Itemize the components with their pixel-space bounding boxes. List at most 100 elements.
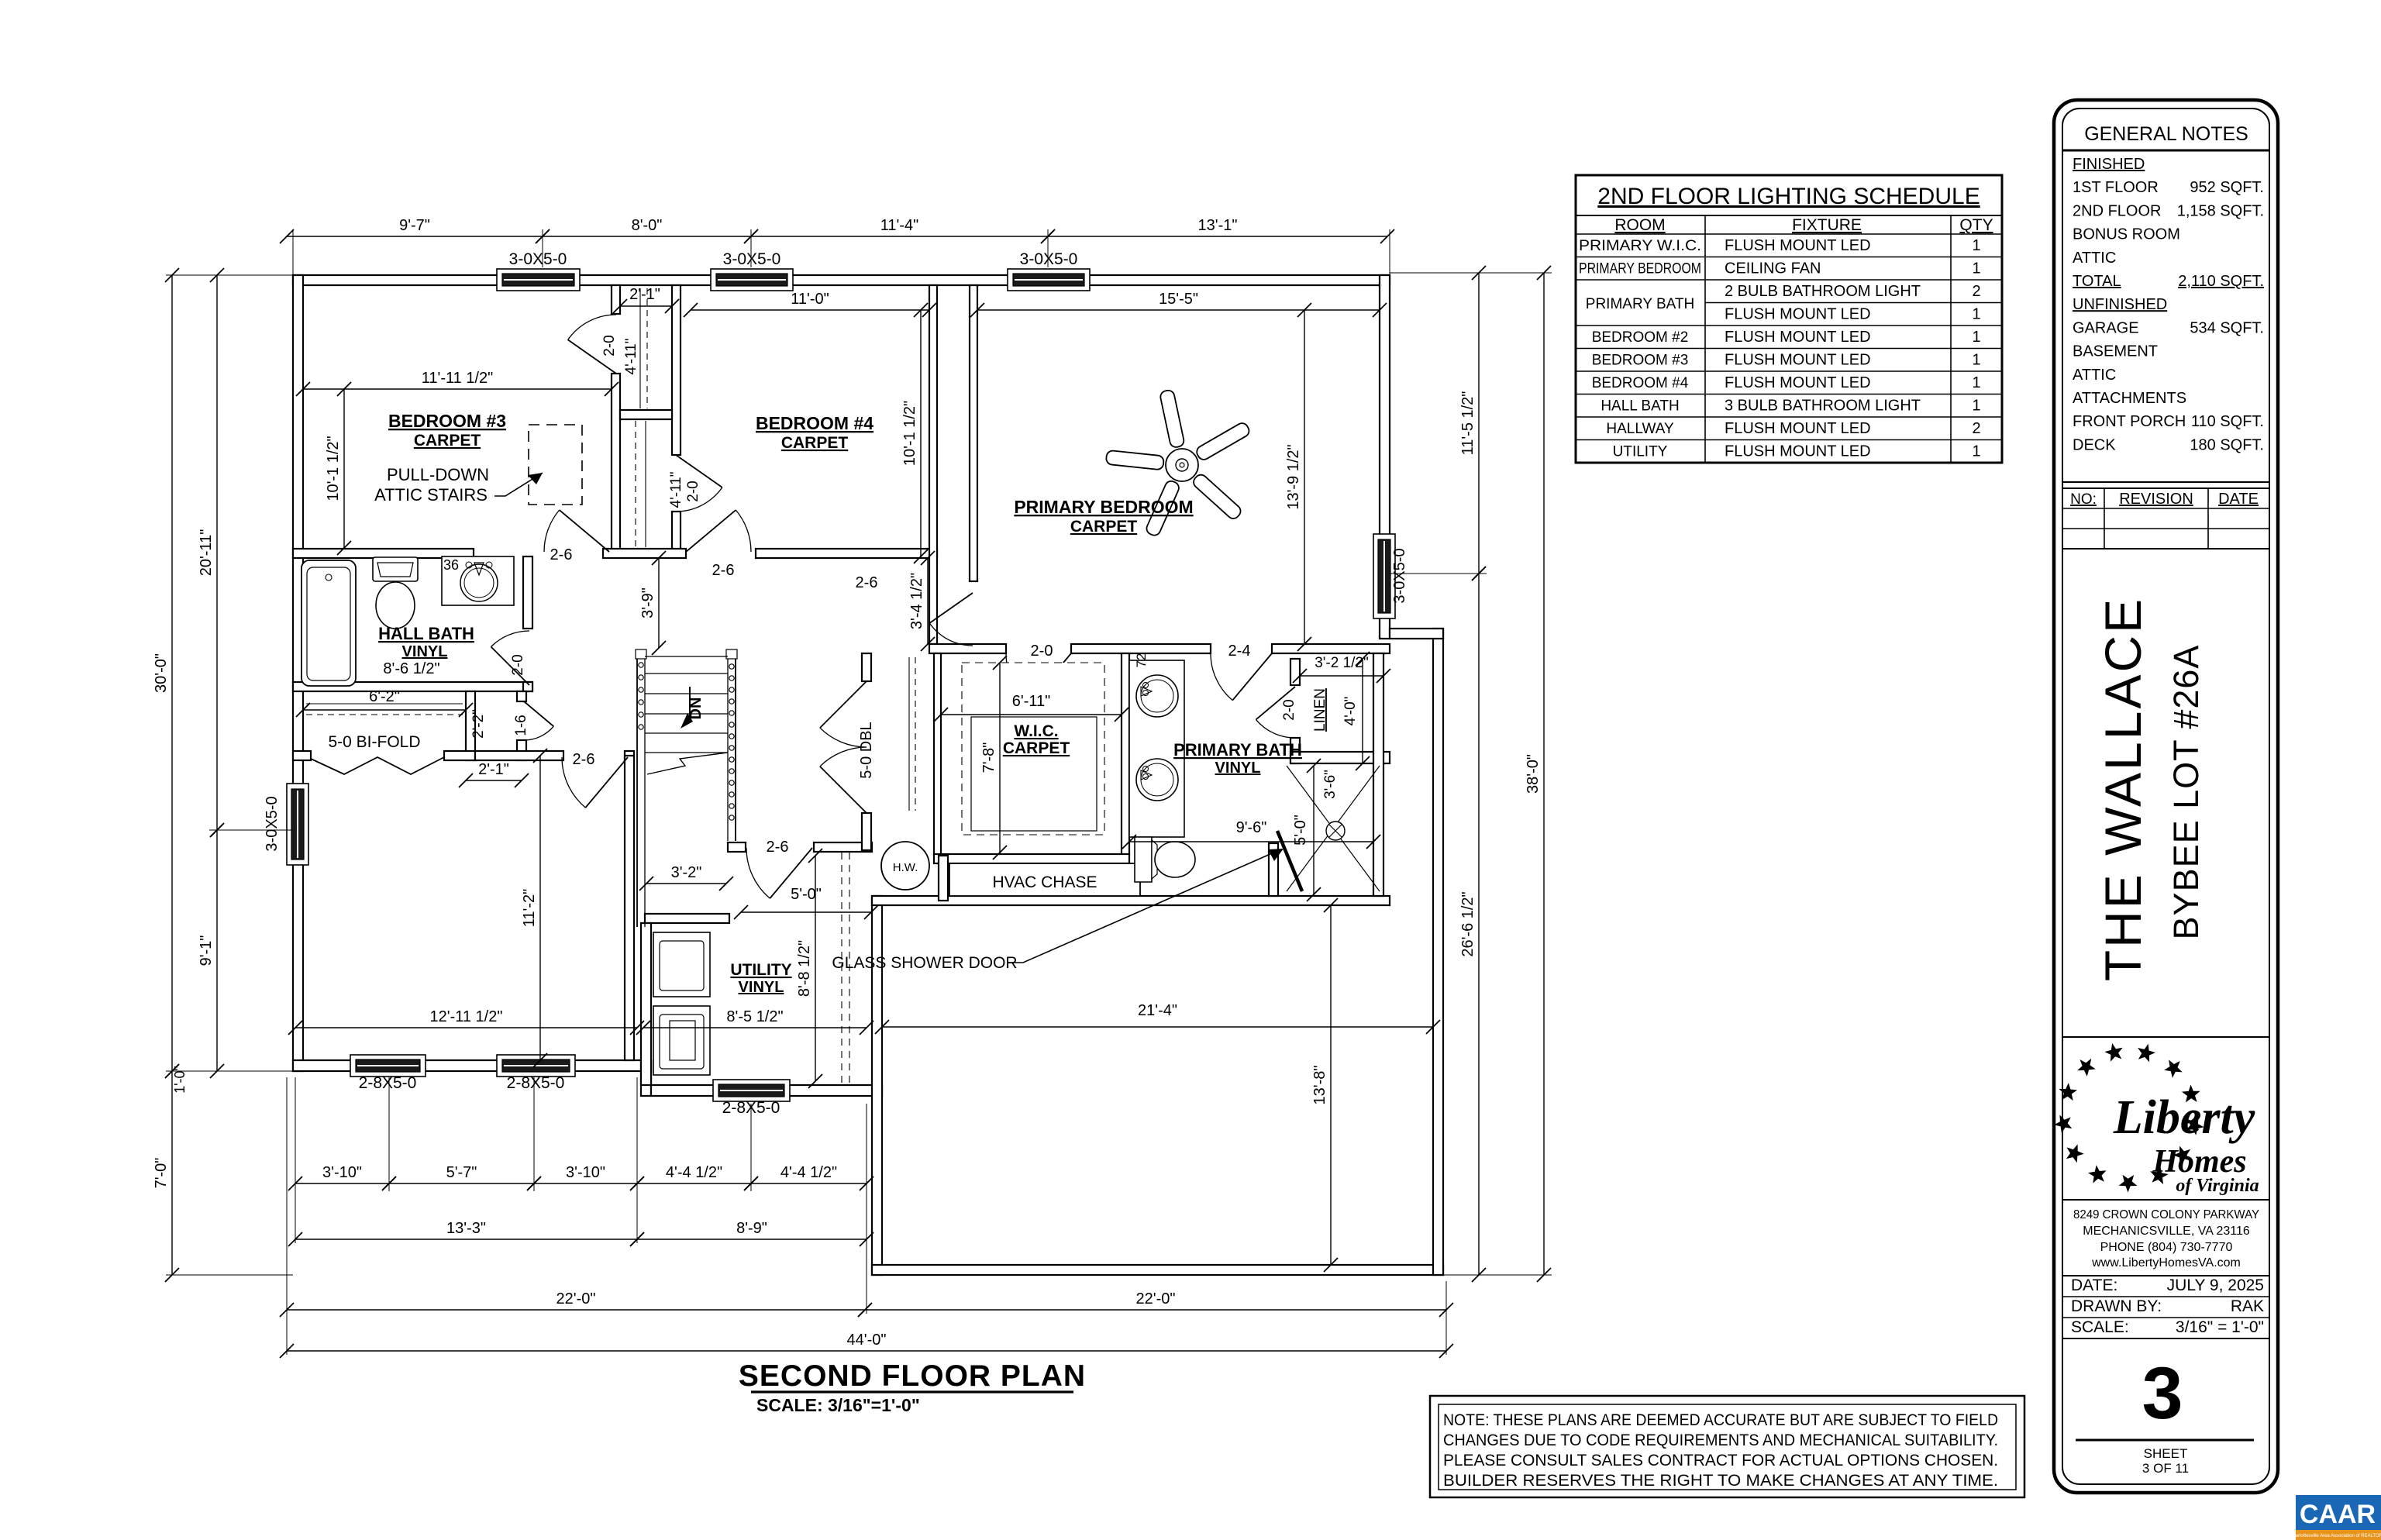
- svg-text:5'-7": 5'-7": [446, 1164, 477, 1181]
- svg-text:FLUSH MOUNT LED: FLUSH MOUNT LED: [1725, 443, 1871, 460]
- svg-text:Homes: Homes: [2152, 1144, 2246, 1180]
- svg-text:2-8X5-0: 2-8X5-0: [359, 1074, 417, 1092]
- svg-text:FIXTURE: FIXTURE: [1792, 216, 1862, 234]
- svg-text:21'-4": 21'-4": [1138, 1002, 1177, 1019]
- svg-text:7'-0": 7'-0": [153, 1158, 170, 1189]
- svg-text:9'-1": 9'-1": [198, 935, 215, 966]
- svg-text:FLUSH MOUNT LED: FLUSH MOUNT LED: [1725, 374, 1871, 391]
- svg-text:1: 1: [1972, 260, 1980, 277]
- svg-text:FINISHED: FINISHED: [2073, 156, 2145, 173]
- svg-text:4'-11": 4'-11": [668, 472, 684, 508]
- svg-text:2ND FLOOR: 2ND FLOOR: [2073, 202, 2161, 219]
- svg-text:38'-0": 38'-0": [1525, 754, 1542, 794]
- svg-text:BEDROOM #3: BEDROOM #3: [388, 411, 506, 431]
- svg-text:NOTE: THESE PLANS ARE DEEMED A: NOTE: THESE PLANS ARE DEEMED ACCURATE BU…: [1443, 1411, 1998, 1429]
- svg-text:2,110 SQFT.: 2,110 SQFT.: [2178, 273, 2264, 290]
- svg-text:9'-6": 9'-6": [1236, 819, 1267, 836]
- svg-text:11'-0": 11'-0": [791, 291, 829, 308]
- svg-text:www.LibertyHomesVA.com: www.LibertyHomesVA.com: [2091, 1256, 2241, 1270]
- svg-text:LINEN: LINEN: [1312, 688, 1328, 732]
- svg-text:RAK: RAK: [2231, 1297, 2264, 1315]
- svg-text:2-0: 2-0: [601, 335, 618, 356]
- svg-text:2-6: 2-6: [767, 839, 789, 856]
- svg-text:PRIMARY W.I.C.: PRIMARY W.I.C.: [1579, 238, 1701, 254]
- svg-text:PRIMARY BATH: PRIMARY BATH: [1173, 740, 1302, 760]
- svg-text:PHONE (804) 730-7770: PHONE (804) 730-7770: [2100, 1241, 2233, 1254]
- svg-text:ATTIC STAIRS: ATTIC STAIRS: [374, 485, 488, 505]
- svg-text:FLUSH MOUNT LED: FLUSH MOUNT LED: [1725, 306, 1871, 323]
- svg-text:72: 72: [1134, 653, 1149, 668]
- svg-text:2'-1": 2'-1": [629, 286, 660, 303]
- svg-text:13'-8": 13'-8": [1311, 1066, 1328, 1105]
- svg-text:UTILITY: UTILITY: [730, 961, 791, 979]
- svg-text:2-0: 2-0: [1031, 643, 1053, 660]
- svg-text:CEILING FAN: CEILING FAN: [1725, 260, 1821, 277]
- svg-text:3'-9": 3'-9": [639, 587, 656, 618]
- svg-text:7'-8": 7'-8": [980, 742, 998, 773]
- svg-text:1: 1: [1972, 374, 1980, 391]
- svg-text:PULL-DOWN: PULL-DOWN: [387, 465, 489, 484]
- svg-text:GARAGE: GARAGE: [2073, 319, 2139, 336]
- svg-text:180 SQFT.: 180 SQFT.: [2190, 436, 2264, 453]
- svg-text:CARPET: CARPET: [781, 434, 849, 452]
- svg-text:BEDROOM #4: BEDROOM #4: [756, 413, 873, 433]
- svg-text:Charlottesville Area Associati: Charlottesville Area Association of REAL…: [2290, 1534, 2381, 1538]
- svg-text:2-8X5-0: 2-8X5-0: [722, 1099, 780, 1117]
- svg-text:8'-5 1/2": 8'-5 1/2": [726, 1008, 783, 1025]
- svg-text:11'-4": 11'-4": [880, 217, 918, 234]
- svg-text:BEDROOM #4: BEDROOM #4: [1592, 375, 1689, 391]
- svg-text:10'-1 1/2": 10'-1 1/2": [325, 436, 342, 501]
- svg-text:DATE:: DATE:: [2071, 1276, 2117, 1294]
- svg-text:11'-11 1/2": 11'-11 1/2": [422, 370, 493, 387]
- svg-text:9'-7": 9'-7": [399, 217, 430, 234]
- svg-text:2-6: 2-6: [712, 562, 735, 579]
- svg-text:1: 1: [1972, 329, 1980, 346]
- svg-text:TOTAL: TOTAL: [2073, 273, 2121, 290]
- svg-text:CHANGES DUE TO CODE REQUIREMEN: CHANGES DUE TO CODE REQUIREMENTS AND MEC…: [1443, 1431, 1998, 1449]
- svg-text:3/16" = 1'-0": 3/16" = 1'-0": [2176, 1318, 2264, 1336]
- svg-text:3-0X5-0: 3-0X5-0: [264, 796, 281, 851]
- svg-text:MECHANICSVILLE, VA 23116: MECHANICSVILLE, VA 23116: [2083, 1225, 2250, 1238]
- svg-text:2'-1": 2'-1": [478, 761, 509, 778]
- svg-text:FRONT PORCH: FRONT PORCH: [2073, 413, 2186, 430]
- svg-text:PRIMARY BEDROOM: PRIMARY BEDROOM: [1579, 261, 1701, 277]
- svg-text:3-0X5-0: 3-0X5-0: [1020, 250, 1078, 268]
- svg-text:HALL BATH: HALL BATH: [1601, 398, 1679, 415]
- svg-text:ROOM: ROOM: [1614, 216, 1665, 234]
- svg-text:11'-5 1/2": 11'-5 1/2": [1459, 391, 1476, 456]
- svg-text:BEDROOM #3: BEDROOM #3: [1592, 353, 1689, 369]
- svg-text:HVAC CHASE: HVAC CHASE: [993, 873, 1097, 891]
- svg-text:2'-2": 2'-2": [470, 709, 487, 739]
- svg-text:BUILDER RESERVES THE RIGHT TO: BUILDER RESERVES THE RIGHT TO MAKE CHANG…: [1443, 1472, 1998, 1490]
- svg-text:CARPET: CARPET: [414, 432, 481, 450]
- svg-text:10'-1 1/2": 10'-1 1/2": [901, 401, 918, 466]
- svg-text:BONUS ROOM: BONUS ROOM: [2073, 226, 2180, 243]
- svg-text:36: 36: [443, 557, 459, 573]
- svg-text:H.W.: H.W.: [893, 861, 918, 874]
- svg-text:ATTIC: ATTIC: [2073, 367, 2116, 384]
- svg-text:SCALE:: SCALE:: [2071, 1318, 2129, 1336]
- svg-text:6'-2": 6'-2": [369, 688, 400, 705]
- svg-text:3'-2": 3'-2": [671, 864, 702, 881]
- svg-text:2-8X5-0: 2-8X5-0: [507, 1074, 565, 1092]
- svg-text:22'-0": 22'-0": [1136, 1290, 1176, 1307]
- svg-text:2-6: 2-6: [856, 574, 878, 591]
- svg-text:12'-11 1/2": 12'-11 1/2": [430, 1008, 503, 1025]
- svg-text:DRAWN BY:: DRAWN BY:: [2071, 1297, 2162, 1315]
- svg-text:2 BULB BATHROOM LIGHT: 2 BULB BATHROOM LIGHT: [1725, 283, 1921, 300]
- svg-text:11'-2": 11'-2": [521, 889, 538, 927]
- svg-text:26'-6 1/2": 26'-6 1/2": [1459, 891, 1476, 956]
- svg-text:JULY 9, 2025: JULY 9, 2025: [2167, 1276, 2264, 1294]
- svg-text:5'-0": 5'-0": [791, 886, 822, 903]
- svg-text:1ST FLOOR: 1ST FLOOR: [2073, 179, 2159, 196]
- svg-text:QTY: QTY: [1959, 216, 1993, 234]
- svg-text:3-0X5-0: 3-0X5-0: [723, 250, 781, 268]
- svg-text:13'-1": 13'-1": [1198, 217, 1238, 234]
- svg-text:PRIMARY BEDROOM: PRIMARY BEDROOM: [1014, 497, 1193, 517]
- svg-text:VINYL: VINYL: [402, 643, 448, 660]
- svg-text:5-0 BI-FOLD: 5-0 BI-FOLD: [328, 733, 420, 751]
- svg-text:THE WALLACE: THE WALLACE: [2094, 597, 2152, 981]
- svg-text:952 SQFT.: 952 SQFT.: [2190, 179, 2264, 196]
- svg-text:VINYL: VINYL: [1215, 760, 1261, 777]
- svg-text:4'-11": 4'-11": [623, 339, 639, 375]
